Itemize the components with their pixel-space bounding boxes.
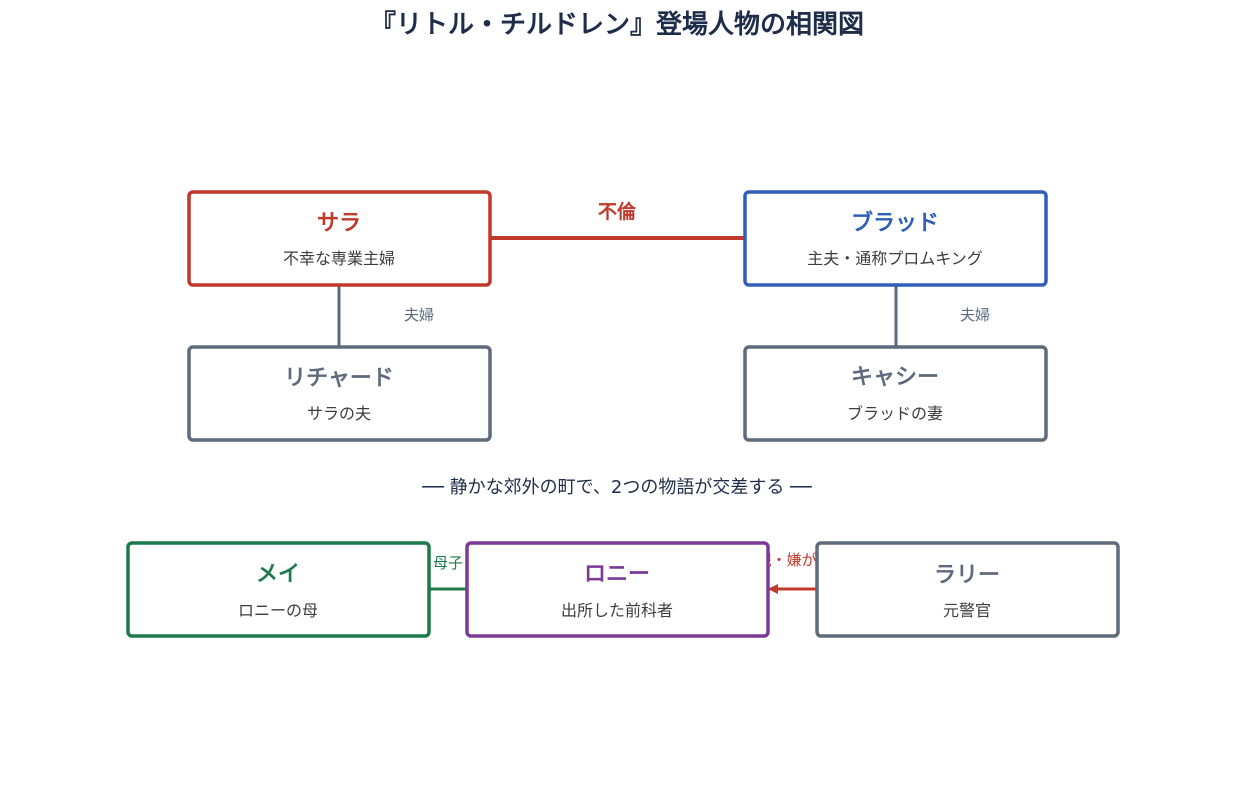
character-name: キャシー (851, 365, 939, 390)
character-name: サラ (317, 211, 361, 236)
box-frame (126, 541, 431, 638)
diagram-title: 『リトル・チルドレン』登場人物の相関図 (370, 9, 864, 40)
box-frame (743, 190, 1048, 287)
couple-label-right: 夫婦 (960, 306, 990, 324)
character-desc: 主夫・通称プロムキング (807, 249, 983, 268)
character-box-sara: サラ 不幸な専業主婦 (187, 190, 492, 287)
character-box-larry: ラリー 元警官 (815, 541, 1120, 638)
box-frame (187, 190, 492, 287)
character-desc: ブラッドの妻 (847, 404, 943, 423)
diagram-subtitle: ── 静かな郊外の町で、2つの物語が交差する ── (421, 477, 813, 498)
box-frame (187, 345, 492, 442)
character-box-cathy: キャシー ブラッドの妻 (743, 345, 1048, 442)
box-frame (743, 345, 1048, 442)
character-box-brad: ブラッド 主夫・通称プロムキング (743, 190, 1048, 287)
mother-child-label: 母子 (433, 554, 463, 572)
character-box-richard: リチャード サラの夫 (187, 345, 492, 442)
character-name: ロニー (584, 562, 650, 587)
character-name: ブラッド (851, 210, 939, 236)
affair-label: 不倫 (598, 200, 637, 223)
character-desc: 出所した前科者 (561, 601, 673, 620)
character-name: ラリー (934, 563, 1000, 588)
box-frame (815, 541, 1120, 638)
character-desc: ロニーの母 (238, 601, 318, 620)
character-box-may: メイ ロニーの母 (126, 541, 431, 638)
character-desc: サラの夫 (307, 404, 371, 423)
character-desc: 元警官 (943, 601, 991, 620)
character-name: メイ (256, 562, 300, 587)
couple-label-left: 夫婦 (404, 306, 434, 324)
character-box-ronnie: ロニー 出所した前科者 (465, 541, 770, 638)
character-name: リチャード (284, 366, 394, 391)
character-desc: 不幸な専業主婦 (283, 249, 395, 268)
box-frame (465, 541, 770, 638)
